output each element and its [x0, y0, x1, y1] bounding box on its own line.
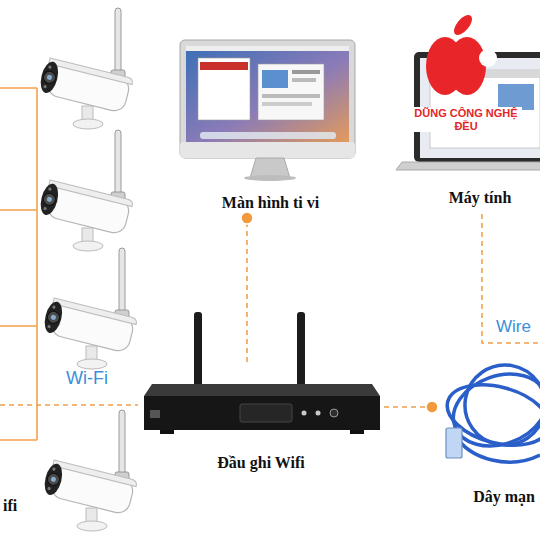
device-caption: Dây mạn: [473, 487, 535, 506]
monitor-chin: [180, 142, 355, 158]
camera-icon: [38, 130, 134, 251]
antenna: [297, 312, 305, 390]
camera-icon: [42, 248, 138, 369]
wifi-link: [0, 404, 138, 406]
wire: [0, 209, 37, 211]
foot: [160, 430, 174, 434]
cable-loop: [459, 359, 540, 452]
logo-leaf: [451, 12, 476, 38]
connector-dot: [241, 212, 253, 224]
dashed-connector: [384, 406, 432, 408]
power-button: [330, 409, 338, 417]
apple-logo: [426, 12, 497, 98]
device-caption: Màn hình ti vi: [222, 193, 319, 212]
recorder-panel: [240, 404, 292, 422]
antenna: [194, 312, 202, 390]
window-line: [292, 78, 316, 82]
camera-icon: [42, 410, 138, 531]
foot: [350, 430, 364, 434]
logo-notch: [450, 92, 462, 98]
link-label: Wire: [496, 317, 531, 337]
monitor-base: [244, 175, 296, 181]
indicator: [316, 411, 321, 416]
wire-link: [482, 214, 540, 343]
wire: [0, 439, 37, 441]
wire: [0, 87, 37, 89]
device-caption: Đầu ghi Wifi: [217, 453, 304, 472]
camera-wires: [0, 88, 37, 440]
wire: [0, 325, 37, 327]
window-picture: [262, 70, 288, 88]
window-line: [292, 70, 320, 74]
dock: [200, 132, 336, 139]
recorder-icon: [144, 312, 380, 434]
menu-bar: [186, 46, 349, 51]
monitor-screen: [186, 46, 349, 142]
device-caption: Máy tính: [449, 188, 512, 207]
window-line: [262, 94, 320, 98]
recorder-front: [144, 396, 380, 430]
window-bar: [200, 62, 248, 70]
dashed-connector: [246, 218, 248, 362]
monitor-icon: [180, 40, 355, 181]
rj45-plug: [446, 428, 462, 458]
logo-part: [448, 37, 486, 95]
logo-bite: [479, 49, 497, 67]
recorder-top: [144, 384, 380, 396]
window: [258, 64, 324, 120]
monitor-frame: [180, 40, 355, 158]
connector-dot: [426, 401, 438, 413]
window: [198, 58, 250, 120]
cable-icon: [441, 359, 540, 462]
laptop-base: [396, 162, 540, 170]
device-node: Dây mạn: [432, 340, 540, 512]
camera-icon: [38, 8, 134, 129]
window-line: [262, 102, 312, 106]
recorder-badge: [150, 410, 160, 418]
device-node: Đầu ghi Wifi: [138, 362, 384, 478]
caption-fragment: ifi: [3, 497, 17, 515]
link-label: Wi-Fi: [66, 368, 108, 389]
cable-end: [455, 435, 540, 462]
watermark: DŨNG CÔNG NGHỆ ĐỀU: [410, 107, 522, 132]
indicator: [302, 411, 307, 416]
device-node: Màn hình ti vi: [178, 38, 363, 218]
wire: [36, 88, 38, 440]
